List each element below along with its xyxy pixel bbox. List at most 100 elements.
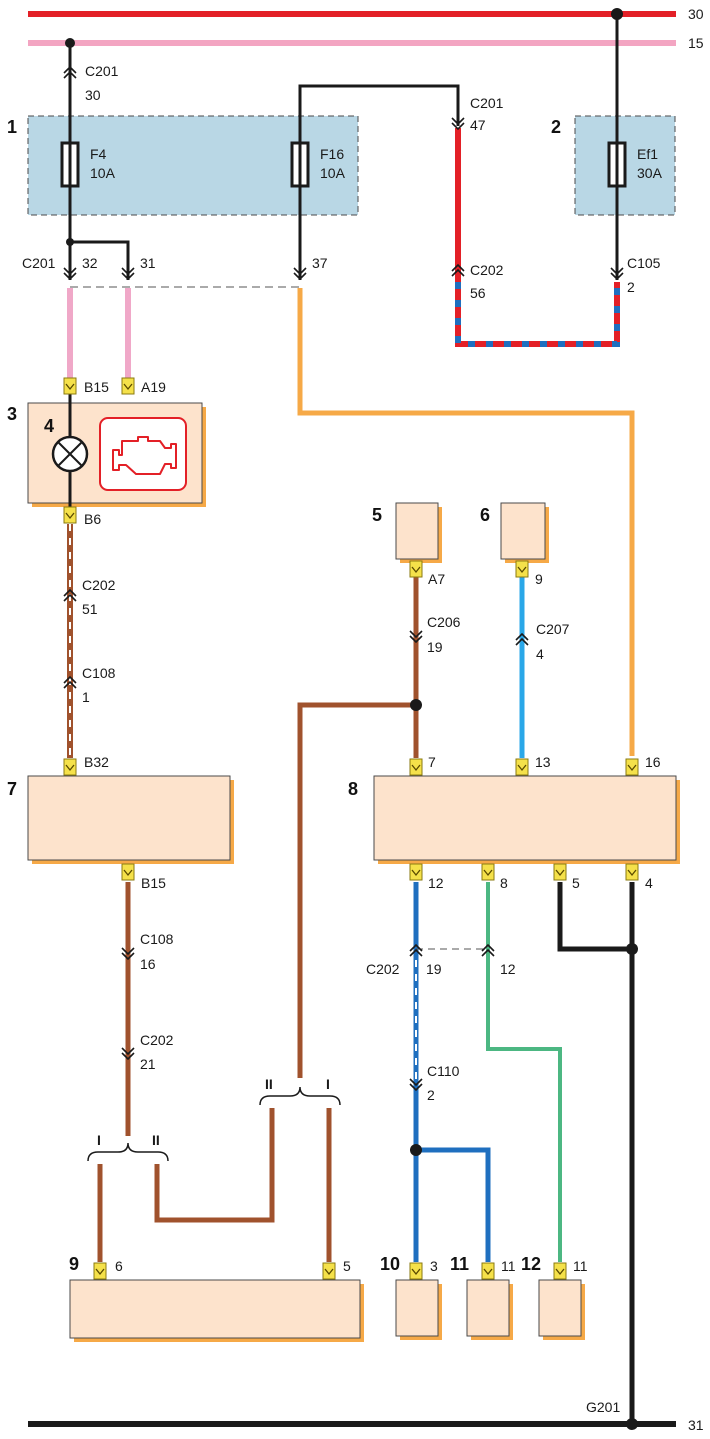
label-c206-19-pin: 19: [427, 639, 443, 655]
label-c202-12-pin: 12: [500, 961, 516, 977]
pin-11b-terminal: [553, 1262, 567, 1280]
label-c105-2-pin: 2: [627, 279, 635, 295]
pin-label-4: 4: [645, 875, 653, 891]
pin-13-terminal: [515, 758, 529, 776]
chevron-c201-30-icon: [63, 65, 77, 79]
pin-label-7: 7: [428, 754, 436, 770]
pin-4-terminal: [625, 863, 639, 881]
component-8-box: [373, 775, 677, 861]
component-number-5: 5: [372, 505, 382, 525]
component-10-box: [395, 1279, 439, 1337]
chevron-c202-19-icon: [409, 943, 423, 957]
wire-brown-variant-ii-link: [154, 1108, 275, 1223]
label-c202-56-pin: 56: [470, 285, 486, 301]
label-c201-32-pin: 32: [82, 255, 98, 271]
label-c202-21-pin: 21: [140, 1056, 156, 1072]
label-c202-51-id: C202: [82, 577, 116, 593]
variant-bracket-left: [87, 1142, 169, 1162]
pin-label-11a: 11: [501, 1258, 516, 1274]
component-9-box: [69, 1279, 361, 1339]
label-c206-19-id: C206: [427, 614, 461, 630]
pin-label-5: 5: [572, 875, 580, 891]
label-c202-21-id: C202: [140, 1032, 174, 1048]
fuse-f16-name: F16: [320, 146, 344, 162]
pin-b6-terminal: [63, 506, 77, 524]
splice-blue: [410, 1144, 422, 1156]
component-11-box: [466, 1279, 510, 1337]
component-6-box: [500, 502, 546, 560]
pin-8-terminal: [481, 863, 495, 881]
component-number-3: 3: [7, 404, 17, 424]
component-number-8: 8: [348, 779, 358, 799]
pin-a19-terminal: [121, 377, 135, 395]
component-number-1: 1: [7, 117, 17, 137]
label-c110-2-pin: 2: [427, 1087, 435, 1103]
label-c108-1-pin: 1: [82, 689, 90, 705]
fuse-ef1-rating: 30A: [637, 165, 663, 181]
wire-red-blue-loop-stripe: [455, 282, 620, 347]
pin-label-b15-top: B15: [84, 379, 109, 395]
pin-label-c9-6: 6: [115, 1258, 123, 1274]
chevron-c108-16-icon: [121, 947, 135, 961]
pin-label-8: 8: [500, 875, 508, 891]
splice-ground-top: [626, 943, 638, 955]
wire-black-pin5: [557, 882, 632, 952]
component-number-7: 7: [7, 779, 17, 799]
chevron-c202-56-icon: [451, 263, 465, 277]
variant-left-i: I: [97, 1132, 101, 1148]
pin-5-terminal: [553, 863, 567, 881]
splice-ground-bus: [626, 1418, 638, 1430]
pin-12-terminal: [409, 863, 423, 881]
pin-11a-terminal: [481, 1262, 495, 1280]
chevron-c201-31-icon: [121, 267, 135, 281]
wire-blue-to-11: [416, 1147, 491, 1262]
component-number-10: 10: [380, 1254, 400, 1274]
connector-chevrons: [63, 65, 624, 1092]
label-c201-47-pin: 47: [470, 117, 486, 133]
label-c202-56-id: C202: [470, 262, 504, 278]
bus-15-label: 15: [688, 35, 704, 51]
fuse-ef1-name: Ef1: [637, 146, 658, 162]
splice-bus30: [611, 8, 623, 20]
component-7-box: [27, 775, 231, 861]
pin-16-terminal: [625, 758, 639, 776]
pin-9-terminal: [515, 560, 529, 578]
bus-30-label: 30: [688, 6, 704, 22]
chevron-c201-32-icon: [63, 267, 77, 281]
label-c207-4-pin: 4: [536, 646, 544, 662]
component-number-4: 4: [44, 416, 54, 436]
label-c201-37-pin: 37: [312, 255, 328, 271]
wire-f4-branch-31: [70, 240, 130, 280]
chevron-c202-21-icon: [121, 1047, 135, 1061]
label-c110-2-id: C110: [427, 1063, 460, 1079]
chevron-c108-1-icon: [63, 675, 77, 689]
pin-3-terminal: [409, 1262, 423, 1280]
pin-label-c9-5: 5: [343, 1258, 351, 1274]
fuse-f4-rating: 10A: [90, 165, 116, 181]
pin-c9-6-terminal: [93, 1262, 107, 1280]
label-c201-32-id: C201: [22, 255, 56, 271]
chevron-c110-2-icon: [409, 1078, 423, 1092]
pin-label-16: 16: [645, 754, 661, 770]
check-engine-lamp-icon: [51, 435, 89, 473]
label-c202-19-pin: 19: [426, 961, 442, 977]
ground-label: G201: [586, 1399, 620, 1415]
label-c207-4-id: C207: [536, 621, 570, 637]
variant-left-ii: II: [152, 1132, 160, 1148]
wire-orange-f16: [297, 288, 635, 756]
component-number-9: 9: [69, 1254, 79, 1274]
pin-terminals: [63, 377, 639, 1280]
pin-label-a19: A19: [141, 379, 166, 395]
label-c202-51-pin: 51: [82, 601, 98, 617]
label-c202-19-id: C202: [366, 961, 400, 977]
label-c201-47-id: C201: [470, 95, 504, 111]
label-c201-30-id: C201: [85, 63, 119, 79]
component-number-11: 11: [450, 1254, 469, 1274]
wire-green-8: [486, 882, 562, 1262]
pin-a7-terminal: [409, 560, 423, 578]
pin-b15-top-terminal: [63, 377, 77, 395]
pin-label-3: 3: [430, 1258, 438, 1274]
component-number-12: 12: [521, 1254, 541, 1274]
chevron-c207-4-icon: [515, 632, 529, 646]
